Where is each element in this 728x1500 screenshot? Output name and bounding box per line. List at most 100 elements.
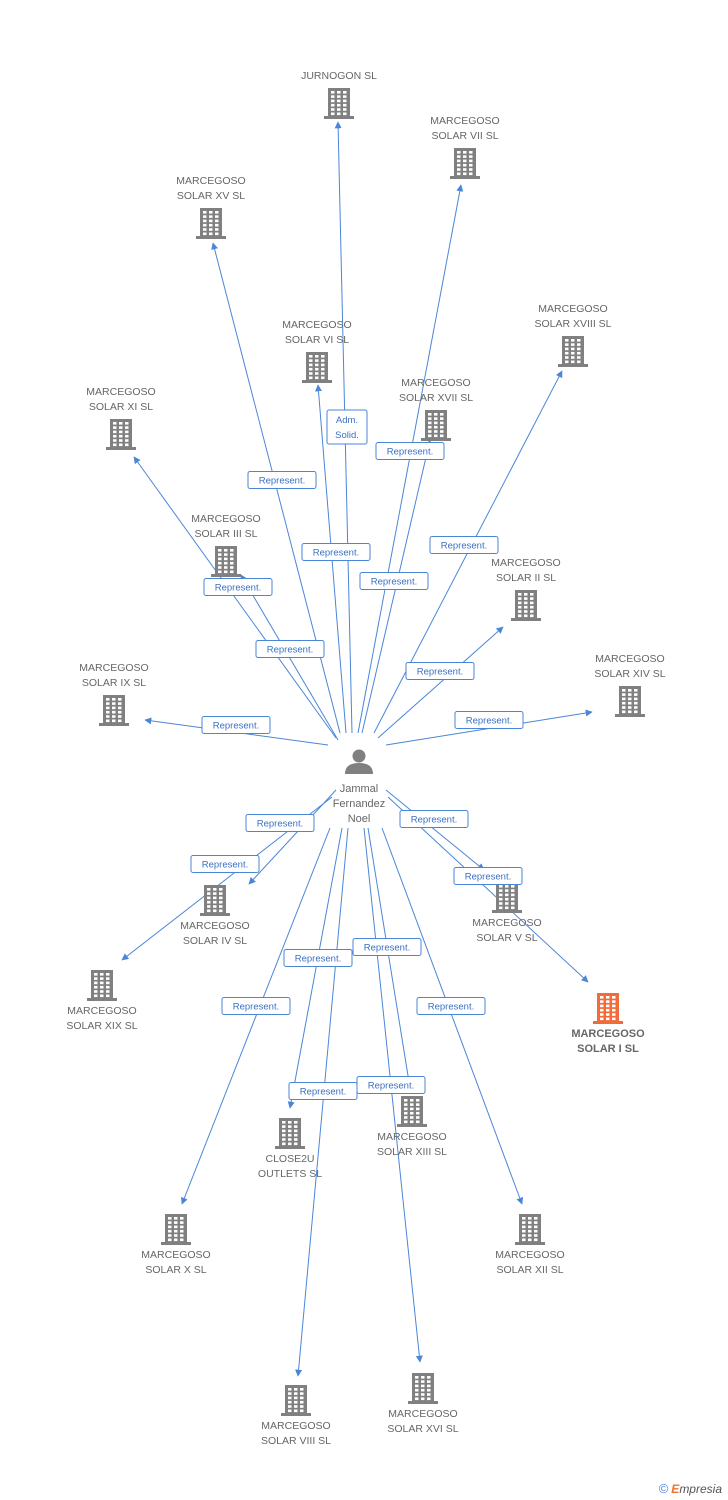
edge-label-ii[interactable]: Represent. [405,662,475,680]
company-name: MARCEGOSO [191,513,260,525]
edge-label-box [283,949,353,967]
edge-label-box [255,640,325,658]
company-name: OUTLETS SL [258,1168,322,1180]
company-name: SOLAR XVII SL [399,392,473,404]
edge-label-box [375,442,445,460]
edge-label-vii[interactable]: Represent. [375,442,445,460]
edge-label-xii[interactable]: Represent. [416,997,486,1015]
building-icon [397,1096,427,1127]
edge-label-xv[interactable]: Represent. [247,471,317,489]
building-icon [211,546,241,577]
company-node-xvi[interactable]: MARCEGOSO SOLAR XVI SL [387,1373,459,1435]
building-icon [196,208,226,239]
edge-label-i[interactable]: Represent. [453,867,523,885]
edge-arrow-xi [133,456,337,739]
building-icon [161,1214,191,1245]
edge-label-jurnogon[interactable]: Adm.Solid. [326,409,368,445]
edge-label-x[interactable]: Represent. [221,997,291,1015]
edge-label-v[interactable]: Represent. [399,810,469,828]
edge-label-text: Represent. [441,541,487,552]
edge-label-vi[interactable]: Represent. [301,543,371,561]
company-name: SOLAR X SL [145,1264,206,1276]
edge-label-box [399,810,469,828]
building-icon [408,1373,438,1404]
edge-label-xiv[interactable]: Represent. [454,711,524,729]
building-icon [200,885,230,916]
edge-label-text: Adm. [336,415,358,426]
edge-label-box [203,578,273,596]
company-node-jurnogon[interactable]: JURNOGON SL [301,70,377,119]
edge-label-text: Represent. [364,943,410,954]
company-name: SOLAR XVIII SL [534,318,611,330]
building-icon [99,695,129,726]
building-icon [275,1118,305,1149]
company-name: MARCEGOSO [472,917,541,929]
edge-arrow-xii [381,827,524,1205]
edge-label-box [301,543,371,561]
empresia-logo[interactable]: Empresia [671,1482,722,1496]
edge-arrow-xvi [363,827,423,1363]
company-name: MARCEGOSO [595,653,664,665]
edge-label-box [454,711,524,729]
edge-arrow-xiii [367,827,413,1089]
edge-label-xi[interactable]: Represent. [203,578,273,596]
edge-label-box [326,409,368,445]
edge-label-xviii[interactable]: Represent. [429,536,499,554]
building-icon [558,336,588,367]
edge-label-ix[interactable]: Represent. [201,716,271,734]
edge-arrow-v [385,789,485,871]
edge-label-viii[interactable]: Represent. [288,1082,358,1100]
edge-label-xix[interactable]: Represent. [190,855,260,873]
company-name: MARCEGOSO [491,557,560,569]
company-name: SOLAR VI SL [285,334,349,346]
edge-label-text: Represent. [257,819,303,830]
company-name: SOLAR XVI SL [387,1423,458,1435]
edge-label-box [359,572,429,590]
edge-label-iv[interactable]: Represent. [245,814,315,832]
edge-label-close2u[interactable]: Represent. [283,949,353,967]
edge-label-xiii[interactable]: Represent. [352,938,422,956]
person-name: Noel [348,813,371,825]
edge-label-text: Represent. [387,447,433,458]
edge-label-box [429,536,499,554]
company-name: CLOSE2U [265,1153,314,1165]
company-name: MARCEGOSO [388,1408,457,1420]
edge-label-text: Represent. [417,667,463,678]
building-icon [302,352,332,383]
company-name: MARCEGOSO [430,115,499,127]
company-name: SOLAR IX SL [82,677,146,689]
company-name: MARCEGOSO [261,1420,330,1432]
company-node-v[interactable]: MARCEGOSO SOLAR V SL [472,882,542,944]
company-node-close2u[interactable]: CLOSE2U OUTLETS SL [258,1118,322,1180]
edge-label-box [221,997,291,1015]
edge-label-xvi[interactable]: Represent. [356,1076,426,1094]
edge-label-box [190,855,260,873]
company-name: SOLAR XIX SL [66,1020,137,1032]
edge-label-iii[interactable]: Represent. [255,640,325,658]
edge-arrow-close2u [287,827,343,1109]
company-name: JURNOGON SL [301,70,377,82]
company-name: SOLAR V SL [476,932,537,944]
building-icon [324,88,354,119]
edges-layer [121,121,593,1377]
edge-label-box [416,997,486,1015]
edge-label-xvii[interactable]: Represent. [359,572,429,590]
